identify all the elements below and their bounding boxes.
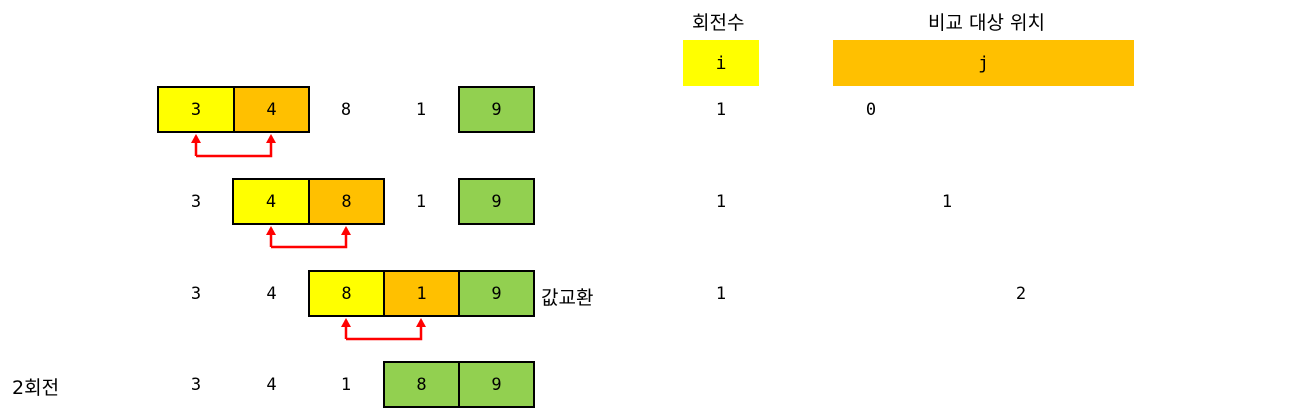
array-cell: 1 (415, 191, 427, 212)
arrow-head (191, 134, 201, 143)
i-value: 1 (715, 100, 727, 120)
compare-arrow (269, 228, 348, 249)
round-2-label: 2회전 (12, 377, 60, 399)
arrow-head (341, 226, 351, 235)
j-value: 2 (1015, 284, 1027, 304)
array-cell: 4 (266, 374, 277, 395)
compare-arrow (344, 320, 423, 341)
arrow-head (341, 318, 351, 327)
array-cell: 4 (232, 178, 310, 225)
array-cell: 4 (266, 283, 277, 304)
i-header-box: i (683, 40, 759, 86)
swap-note: 값교환 (541, 287, 594, 309)
arrow-head (416, 318, 426, 327)
array-cell: 1 (340, 374, 352, 395)
i-value: 1 (715, 284, 727, 304)
array-cell: 4 (233, 86, 310, 133)
round-header: 회전수 (692, 12, 745, 34)
array-cell: 3 (190, 283, 202, 304)
array-cell-sorted: 9 (458, 178, 535, 225)
compare-arrow (194, 136, 273, 158)
j-header-box: j (833, 40, 1134, 86)
array-cell: 3 (190, 374, 202, 395)
compare-position-header: 비교 대상 위치 (928, 12, 1045, 34)
arrow-head (266, 134, 276, 143)
array-cell: 1 (415, 99, 427, 120)
array-cell-sorted: 9 (458, 361, 535, 408)
array-cell-sorted: 9 (458, 86, 535, 133)
arrow-head (266, 226, 276, 235)
j-value: 1 (941, 192, 953, 212)
j-value: 0 (865, 100, 877, 120)
array-cell-sorted: 9 (458, 270, 535, 317)
array-cell: 8 (340, 99, 352, 120)
array-cell: 8 (308, 178, 385, 225)
array-cell: 3 (190, 191, 202, 212)
i-value: 1 (715, 192, 727, 212)
